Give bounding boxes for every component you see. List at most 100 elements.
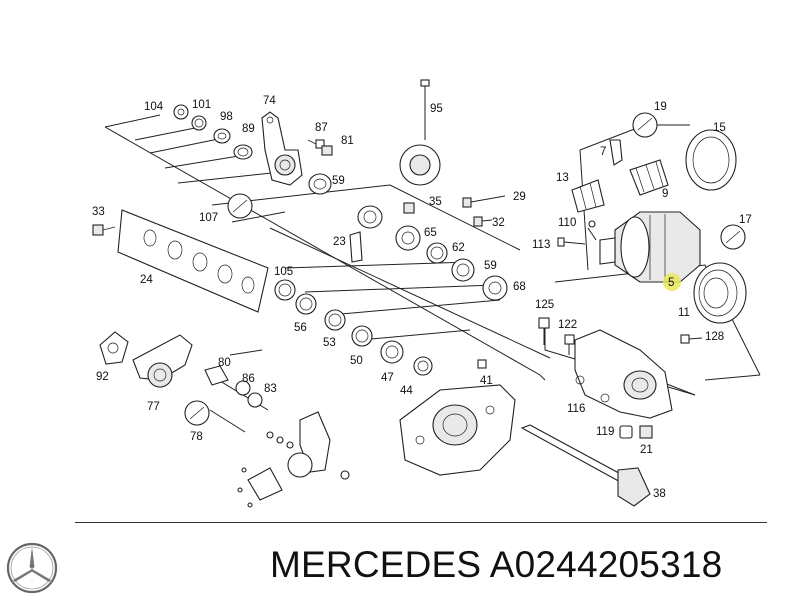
label-59-mid: 59 (484, 260, 497, 272)
footer-divider (75, 522, 767, 523)
part-122-bolt (564, 334, 575, 355)
label-21: 21 (640, 444, 653, 456)
part-53-ring (324, 309, 346, 331)
label-32: 32 (492, 217, 505, 229)
part-56-ring (295, 293, 317, 315)
label-38: 38 (653, 488, 666, 500)
part-33-bolt (92, 224, 116, 236)
part-59-bushing-mid (451, 258, 475, 282)
part-number: A0244205318 (489, 544, 723, 585)
label-128: 128 (705, 331, 724, 343)
label-35: 35 (429, 196, 442, 208)
part-32-bolt (473, 216, 493, 227)
label-44: 44 (400, 385, 413, 397)
part-81-nut (321, 145, 333, 156)
part-87-bolt (307, 139, 325, 149)
part-105-ring (274, 279, 296, 301)
label-86: 86 (242, 373, 255, 385)
label-119: 119 (596, 426, 614, 438)
label-104: 104 (144, 101, 164, 113)
label-65: 65 (424, 227, 437, 239)
part-35-clip (403, 202, 415, 214)
part-89-ring (233, 144, 253, 160)
label-98: 98 (220, 111, 233, 123)
part-110-pin (587, 220, 597, 241)
part-47-bushing (380, 340, 404, 364)
label-116: 116 (567, 403, 585, 415)
part-107-tool (227, 193, 253, 219)
label-33: 33 (92, 206, 105, 218)
part-113-bolt (557, 237, 586, 247)
part-95-sensor (399, 79, 441, 186)
label-113: 113 (532, 239, 550, 251)
label-83: 83 (264, 383, 277, 395)
label-9: 9 (662, 188, 668, 200)
label-53: 53 (323, 337, 336, 349)
label-13: 13 (556, 172, 569, 184)
label-107: 107 (199, 212, 218, 224)
label-17: 17 (739, 214, 752, 226)
part-83-ring (247, 392, 263, 408)
label-125: 125 (535, 299, 554, 311)
label-122: 122 (558, 319, 577, 331)
brand-name: MERCEDES (270, 544, 482, 585)
part-brake-chamber (599, 211, 701, 283)
part-59-bushing-top (308, 173, 332, 195)
label-7: 7 (600, 146, 606, 158)
part-62-ring (426, 242, 448, 264)
part-38-camshaft (520, 424, 651, 507)
label-74: 74 (263, 95, 276, 107)
part-44-ring (413, 356, 433, 376)
part-92-plate (99, 331, 129, 365)
part-128-bolt (680, 334, 703, 344)
part-125-bolt (538, 317, 550, 345)
label-41: 41 (480, 375, 493, 387)
label-68: 68 (513, 281, 526, 293)
part-19-tool (632, 112, 658, 138)
label-89: 89 (242, 123, 255, 135)
label-101: 101 (192, 99, 211, 111)
part-housing (399, 384, 516, 476)
label-81: 81 (341, 135, 354, 147)
part-24-gasket-plate (117, 209, 269, 313)
part-98-washer (213, 128, 231, 144)
part-7-fitting (609, 139, 623, 166)
part-title: MERCEDES A0244205318 (270, 544, 722, 586)
label-95: 95 (430, 103, 443, 115)
part-50-ring (351, 325, 373, 347)
footer: MERCEDES A0244205318 (0, 522, 800, 600)
label-29: 29 (513, 191, 526, 203)
part-78-tool (184, 400, 210, 426)
label-77: 77 (147, 401, 160, 413)
part-15-seal-ring (685, 129, 737, 191)
part-77-slack-adjuster (132, 334, 193, 388)
part-119-bushing (619, 425, 633, 439)
label-92: 92 (96, 371, 109, 383)
part-74-slack-adjuster (261, 111, 303, 186)
label-59-top: 59 (332, 175, 345, 187)
label-105: 105 (274, 266, 293, 278)
label-78: 78 (190, 431, 203, 443)
mercedes-star-icon (6, 542, 58, 594)
part-9-spring (629, 159, 669, 196)
part-11-boot (693, 262, 747, 324)
part-small-assembly (237, 411, 350, 508)
part-65-bushing (395, 225, 421, 251)
part-21-nut (639, 425, 653, 439)
part-23-bracket (349, 205, 383, 263)
part-80-pin (204, 365, 229, 386)
label-47: 47 (381, 372, 394, 384)
label-11: 11 (678, 307, 690, 319)
part-labels: 104 101 98 74 95 89 87 81 59 19 15 7 13 … (92, 95, 752, 500)
part-68-bushing (482, 275, 508, 301)
label-5: 5 (668, 277, 674, 289)
label-87: 87 (315, 122, 328, 134)
label-15: 15 (713, 122, 726, 134)
label-110: 110 (558, 217, 576, 229)
part-13-boot (571, 179, 605, 213)
part-29-bolt (462, 195, 506, 208)
label-56: 56 (294, 322, 307, 334)
label-80: 80 (218, 357, 231, 369)
part-86-ring (235, 380, 251, 396)
